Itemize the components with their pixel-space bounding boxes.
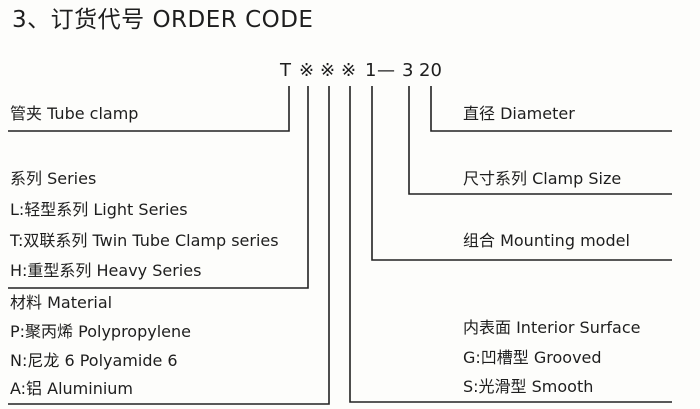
material-item-al: A:铝 Aluminium bbox=[10, 379, 134, 398]
tube-clamp-label: 管夹 Tube clamp bbox=[10, 104, 139, 123]
connector-clamp-size bbox=[408, 86, 672, 195]
page-title: 3、订货代号 ORDER CODE bbox=[12, 7, 314, 33]
surface-heading: 内表面 Interior Surface bbox=[463, 318, 641, 337]
code-char-material: ※ bbox=[320, 60, 336, 81]
diameter-label: 直径 Diameter bbox=[463, 104, 575, 123]
connector-mounting bbox=[371, 86, 672, 261]
code-char-series: ※ bbox=[299, 60, 315, 81]
series-item-heavy: H:重型系列 Heavy Series bbox=[10, 261, 202, 280]
surface-item-smooth: S:光滑型 Smooth bbox=[463, 377, 594, 396]
code-char-size: 3 bbox=[402, 60, 414, 81]
code-char-type: T bbox=[280, 60, 291, 81]
material-item-pp: P:聚丙烯 Polypropylene bbox=[10, 322, 191, 341]
code-char-diameter: 20 bbox=[419, 60, 442, 81]
series-heading: 系列 Series bbox=[10, 169, 97, 188]
connector-series bbox=[8, 86, 309, 289]
code-char-dash: — bbox=[377, 60, 395, 81]
connector-tube-clamp bbox=[8, 86, 290, 132]
series-item-light: L:轻型系列 Light Series bbox=[10, 200, 188, 219]
surface-item-grooved: G:凹槽型 Grooved bbox=[463, 348, 602, 367]
connector-material bbox=[8, 86, 330, 405]
code-char-mounting: 1 bbox=[365, 60, 377, 81]
series-item-twin: T:双联系列 Twin Tube Clamp series bbox=[10, 231, 279, 250]
mounting-label: 组合 Mounting model bbox=[463, 231, 630, 250]
code-char-surface: ※ bbox=[341, 60, 357, 81]
material-item-pa: N:尼龙 6 Polyamide 6 bbox=[10, 351, 178, 370]
connector-surface bbox=[349, 86, 672, 403]
connector-diameter bbox=[430, 86, 672, 132]
material-heading: 材料 Material bbox=[10, 293, 113, 312]
clamp-size-label: 尺寸系列 Clamp Size bbox=[463, 169, 622, 188]
